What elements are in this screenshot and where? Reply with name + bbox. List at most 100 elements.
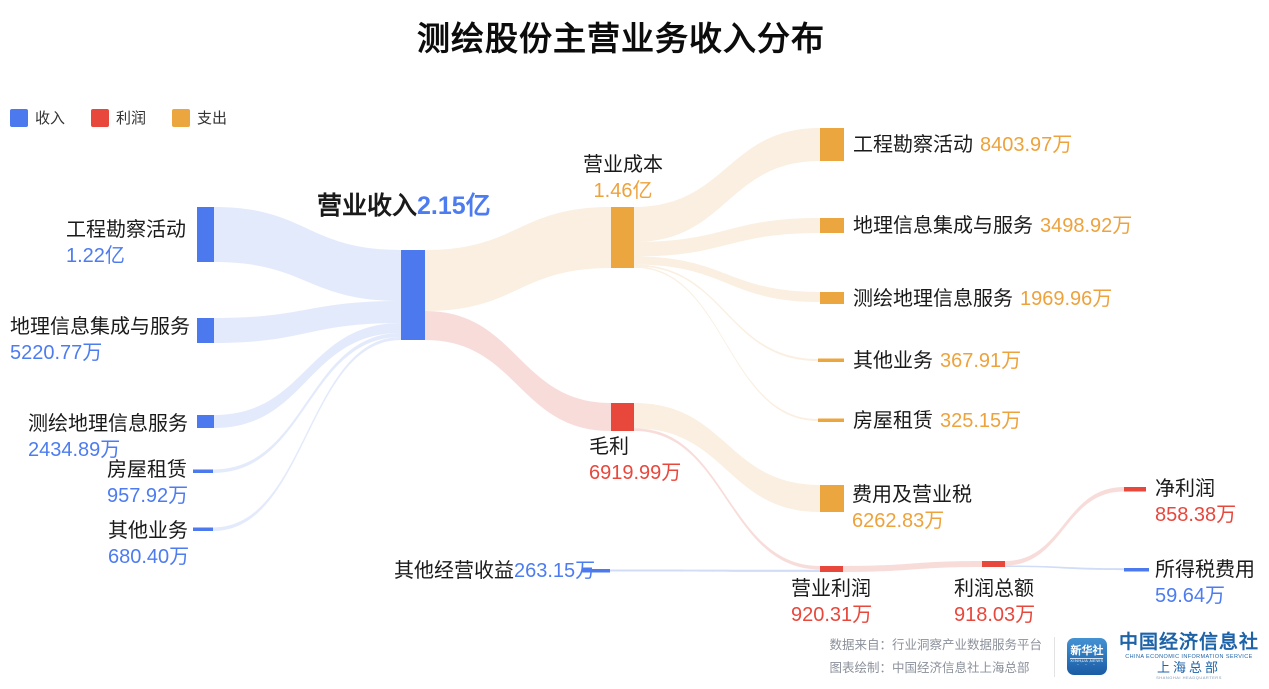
node-geo-integration-cost[interactable] — [820, 218, 844, 233]
label-tax-expense: 费用及营业税 6262.83万 — [852, 482, 972, 534]
label-value: 1.46亿 — [593, 180, 653, 202]
node-net-profit[interactable] — [1124, 487, 1146, 492]
node-revenue[interactable] — [401, 250, 425, 340]
label-gross-profit: 毛利 6919.99万 — [589, 434, 681, 486]
label-value: 3498.92万 — [1040, 215, 1133, 237]
legend-income-label: 收入 — [35, 110, 66, 127]
label-net-profit: 净利润 858.38万 — [1155, 476, 1236, 528]
node-income-tax[interactable] — [1124, 568, 1149, 572]
label-name: 地理信息集成与服务 — [10, 316, 190, 338]
org-logo: 中国经济信息社 CHINA ECONOMIC INFORMATION SERVI… — [1119, 632, 1259, 681]
legend-profit-swatch-icon — [91, 108, 110, 127]
flow-cost-to-geo-integration[interactable] — [634, 218, 820, 257]
node-operating-profit[interactable] — [820, 566, 843, 572]
flow-engineering-survey-to-revenue[interactable] — [214, 207, 401, 301]
node-other-business-income[interactable] — [193, 527, 213, 532]
node-operating-cost[interactable] — [611, 207, 634, 268]
node-mapping-service-cost[interactable] — [820, 292, 844, 304]
flow-gross-to-op-profit[interactable] — [634, 428, 820, 570]
legend-item-expense[interactable]: 支出 — [172, 107, 227, 128]
flow-revenue-to-operating-cost[interactable] — [425, 207, 611, 311]
flow-other-business-to-revenue[interactable] — [213, 337, 401, 531]
label-value: 2434.89万 — [28, 439, 121, 461]
node-other-operating-income[interactable] — [582, 569, 610, 573]
label-operating-profit: 营业利润 920.31万 — [791, 576, 872, 628]
label-name: 其他业务 — [108, 520, 188, 542]
flow-cost-to-engineering-survey[interactable] — [634, 128, 820, 242]
org-branch: 上海总部 — [1156, 660, 1221, 676]
label-engineering-survey-income: 工程勘察活动 1.22亿 — [66, 217, 186, 269]
label-name: 利润总额 — [954, 578, 1034, 600]
label-name: 其他业务 — [853, 350, 933, 372]
label-other-business-cost: 其他业务 367.91万 — [853, 348, 1021, 374]
xinhua-logo-sub: XINHUA NEWS — [1070, 658, 1104, 663]
node-other-business-cost[interactable] — [818, 358, 844, 363]
flow-op-profit-to-total-profit[interactable] — [843, 561, 982, 572]
label-name: 工程勘察活动 — [853, 134, 973, 156]
label-value: 918.03万 — [954, 604, 1036, 626]
label-value: 1969.96万 — [1020, 288, 1113, 310]
legend-expense-label: 支出 — [197, 110, 228, 127]
label-value: 680.40万 — [108, 546, 190, 568]
node-engineering-survey-cost[interactable] — [820, 128, 844, 161]
legend-expense-swatch-icon — [172, 108, 191, 127]
node-house-rental-income[interactable] — [193, 469, 213, 474]
label-value: 5220.77万 — [10, 342, 103, 364]
flow-mapping-service-to-revenue[interactable] — [214, 323, 401, 428]
legend-item-income[interactable]: 收入 — [10, 107, 65, 128]
label-value: 263.15万 — [514, 560, 596, 582]
label-operating-cost: 营业成本 1.46亿 — [553, 152, 693, 204]
label-total-profit: 利润总额 918.03万 — [954, 576, 1035, 628]
label-value: 6919.99万 — [589, 462, 682, 484]
label-other-business-income: 其他业务 680.40万 — [108, 518, 189, 570]
source-line2: 图表绘制：中国经济信息社上海总部 — [829, 660, 1030, 675]
label-name: 工程勘察活动 — [66, 219, 186, 241]
label-name: 地理信息集成与服务 — [853, 215, 1033, 237]
legend: 收入 利润 支出 — [10, 107, 227, 128]
legend-item-profit[interactable]: 利润 — [91, 107, 146, 128]
node-total-profit[interactable] — [982, 561, 1005, 567]
flow-geo-integration-to-revenue[interactable] — [214, 301, 401, 343]
node-gross-profit[interactable] — [611, 403, 634, 431]
node-geo-integration-income[interactable] — [197, 318, 214, 343]
node-mapping-service-income[interactable] — [197, 415, 214, 428]
footer: 数据来自：行业洞察产业数据服务平台 图表绘制：中国经济信息社上海总部 新华社 X… — [829, 632, 1259, 681]
label-mapping-service-income: 测绘地理信息服务 2434.89万 — [28, 411, 188, 463]
label-value: 1.22亿 — [66, 245, 125, 267]
label-value: 920.31万 — [791, 604, 873, 626]
flow-total-profit-to-net-profit[interactable] — [1005, 487, 1124, 566]
label-value: 367.91万 — [940, 350, 1022, 372]
label-value: 59.64万 — [1155, 585, 1226, 607]
flow-other-income-to-op-profit[interactable] — [610, 569, 820, 573]
xinhua-logo-dots-icon: ·˙·˙· — [1076, 662, 1097, 669]
flow-cost-to-other-business[interactable] — [634, 264, 818, 362]
label-name: 测绘地理信息服务 — [853, 288, 1013, 310]
flow-cost-to-house-rental[interactable] — [634, 266, 818, 421]
label-name: 营业成本 — [583, 154, 663, 176]
chart-title: 测绘股份主营业务收入分布 — [417, 20, 825, 57]
label-value: 957.92万 — [107, 485, 189, 507]
org-name: 中国经济信息社 — [1118, 632, 1259, 654]
label-name: 其他经营收益 — [394, 560, 514, 582]
label-house-rental-income: 房屋租赁 957.92万 — [107, 457, 188, 509]
label-name: 营业利润 — [791, 578, 871, 600]
label-name: 房屋租赁 — [107, 459, 187, 481]
label-name: 房屋租赁 — [853, 410, 933, 432]
node-house-rental-cost[interactable] — [818, 418, 844, 423]
label-other-operating-income: 其他经营收益263.15万 — [394, 558, 595, 584]
node-tax-expense[interactable] — [820, 485, 844, 512]
label-name: 测绘地理信息服务 — [28, 413, 188, 435]
node-engineering-survey-income[interactable] — [197, 207, 214, 262]
flow-gross-to-tax-expense[interactable] — [634, 403, 820, 512]
flow-house-rental-to-revenue[interactable] — [213, 333, 401, 473]
source-note: 数据来自：行业洞察产业数据服务平台 图表绘制：中国经济信息社上海总部 — [829, 634, 1042, 679]
flow-revenue-to-gross[interactable] — [425, 311, 611, 431]
legend-income-swatch-icon — [10, 108, 28, 127]
flow-total-profit-to-income-tax[interactable] — [1005, 565, 1124, 571]
source-line1: 数据来自：行业洞察产业数据服务平台 — [829, 638, 1042, 653]
flow-cost-to-mapping-service[interactable] — [634, 256, 820, 303]
label-name: 费用及营业税 — [852, 484, 972, 506]
